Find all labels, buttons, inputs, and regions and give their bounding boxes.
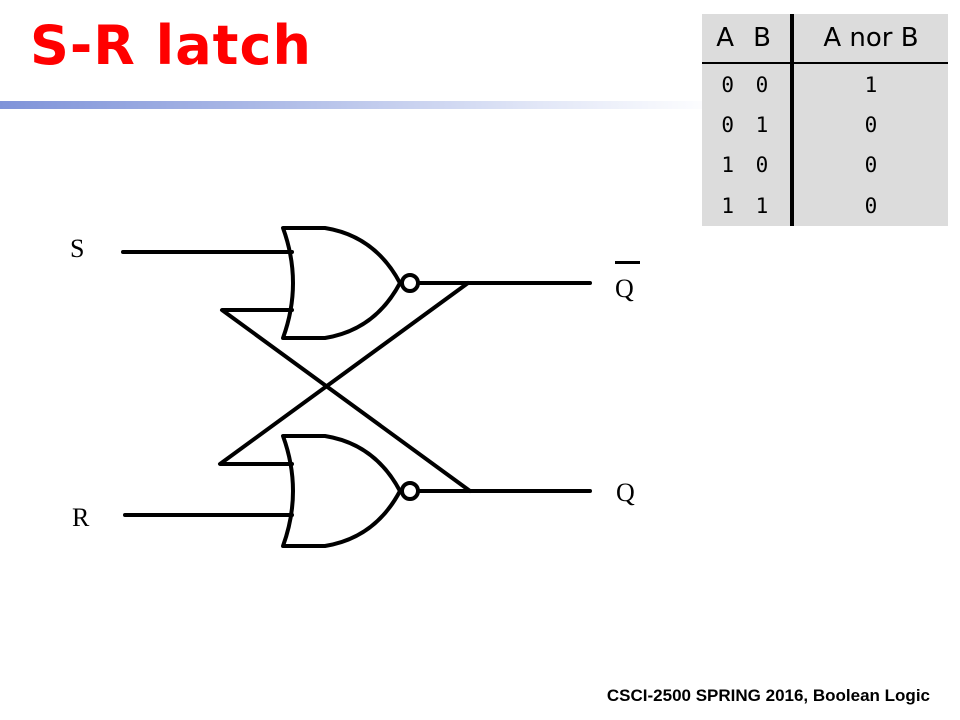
title-underline-bar bbox=[0, 101, 720, 109]
cell-nor: 1 bbox=[864, 72, 878, 97]
cell-b: 1 bbox=[734, 185, 794, 226]
header-a: A bbox=[702, 14, 734, 64]
cell-nor: 0 bbox=[864, 193, 878, 218]
nor-gate-top bbox=[281, 226, 402, 340]
cell-a: 0 bbox=[721, 72, 734, 97]
inversion-bubble-top bbox=[400, 273, 420, 293]
cell-nor: 0 bbox=[864, 113, 878, 138]
table-row: 0 0 1 bbox=[702, 63, 948, 105]
truth-table: A B A nor B 0 0 1 0 1 0 1 0 0 1 bbox=[702, 14, 948, 226]
slide-footer: CSCI-2500 SPRING 2016, Boolean Logic bbox=[606, 686, 930, 705]
feedback-wire-q-to-top-gate bbox=[220, 308, 472, 493]
table-row: 1 0 0 bbox=[702, 145, 948, 186]
inversion-bubble-bottom bbox=[400, 481, 420, 501]
slide-title: S-R latch bbox=[30, 14, 312, 77]
cell-b: 1 bbox=[734, 105, 794, 146]
input-label-s: S bbox=[70, 234, 85, 263]
input-label-r: R bbox=[72, 503, 90, 532]
cell-b: 0 bbox=[734, 63, 794, 105]
header-b: B bbox=[734, 14, 794, 64]
table-row: 0 1 0 bbox=[702, 105, 948, 146]
header-a-nor-b: A nor B bbox=[792, 14, 948, 64]
cell-a: 0 bbox=[721, 113, 734, 138]
nor-gate-bottom bbox=[281, 434, 402, 548]
output-label-q: Q bbox=[616, 478, 635, 507]
truth-table-header-row: A B A nor B bbox=[702, 14, 948, 64]
table-row: 1 1 0 bbox=[702, 185, 948, 226]
cell-nor: 0 bbox=[864, 153, 878, 178]
feedback-wire-qbar-to-bottom-gate bbox=[218, 281, 470, 466]
cell-a: 1 bbox=[721, 193, 734, 218]
cell-b: 0 bbox=[734, 145, 794, 186]
q-bar-overline bbox=[615, 261, 640, 264]
truth-table-grid: A B A nor B 0 0 1 0 1 0 1 0 0 1 bbox=[702, 14, 948, 226]
output-label-q-bar: Q bbox=[615, 274, 634, 303]
cell-a: 1 bbox=[721, 153, 734, 178]
